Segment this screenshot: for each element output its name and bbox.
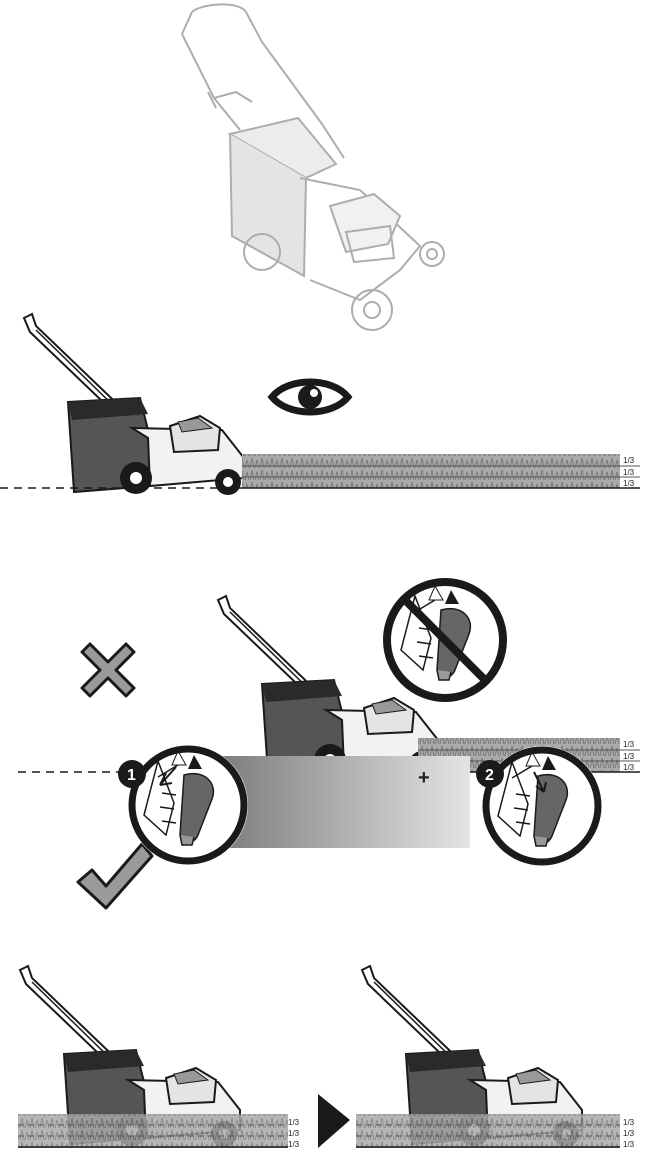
fraction-top: 1/3	[623, 456, 635, 465]
fraction-bottom: 1/3	[288, 1140, 300, 1149]
cross-icon	[82, 644, 134, 696]
prohibited-icon	[383, 578, 507, 702]
step-2-number: 2	[485, 767, 494, 784]
lawn-strip-4	[356, 1114, 620, 1148]
fraction-bottom: 1/3	[623, 763, 635, 772]
fraction-top: 1/3	[623, 1118, 635, 1127]
mower-perspective-drawing	[182, 4, 444, 330]
fraction-bottom: 1/3	[623, 479, 635, 488]
fraction-top: 1/3	[623, 740, 635, 749]
height-fractions-2: 1/3 1/3 1/3	[623, 740, 635, 772]
step-2-lever-circle	[482, 746, 602, 866]
step-1-lever-circle	[128, 745, 248, 865]
fraction-middle: 1/3	[288, 1129, 300, 1138]
lawn-strip-3	[18, 1114, 288, 1148]
height-fractions-4: 1/3 1/3 1/3	[623, 1118, 635, 1149]
next-arrow-icon	[318, 1094, 350, 1148]
step-1-number: 1	[127, 767, 136, 784]
fraction-bottom: 1/3	[623, 1140, 635, 1149]
check-icon	[78, 844, 152, 908]
step-1-badge: 1	[118, 760, 146, 788]
height-fractions-1: 1/3 1/3 1/3	[623, 456, 635, 488]
plus-sign: +	[418, 767, 430, 789]
fraction-middle: 1/3	[623, 1129, 635, 1138]
mower-side-1	[24, 314, 244, 495]
step-2-badge: 2	[476, 760, 504, 788]
fraction-middle: 1/3	[623, 752, 635, 761]
eye-icon	[272, 382, 348, 412]
fraction-top: 1/3	[288, 1118, 300, 1127]
height-fractions-3: 1/3 1/3 1/3	[288, 1118, 300, 1149]
fraction-middle: 1/3	[623, 468, 635, 477]
